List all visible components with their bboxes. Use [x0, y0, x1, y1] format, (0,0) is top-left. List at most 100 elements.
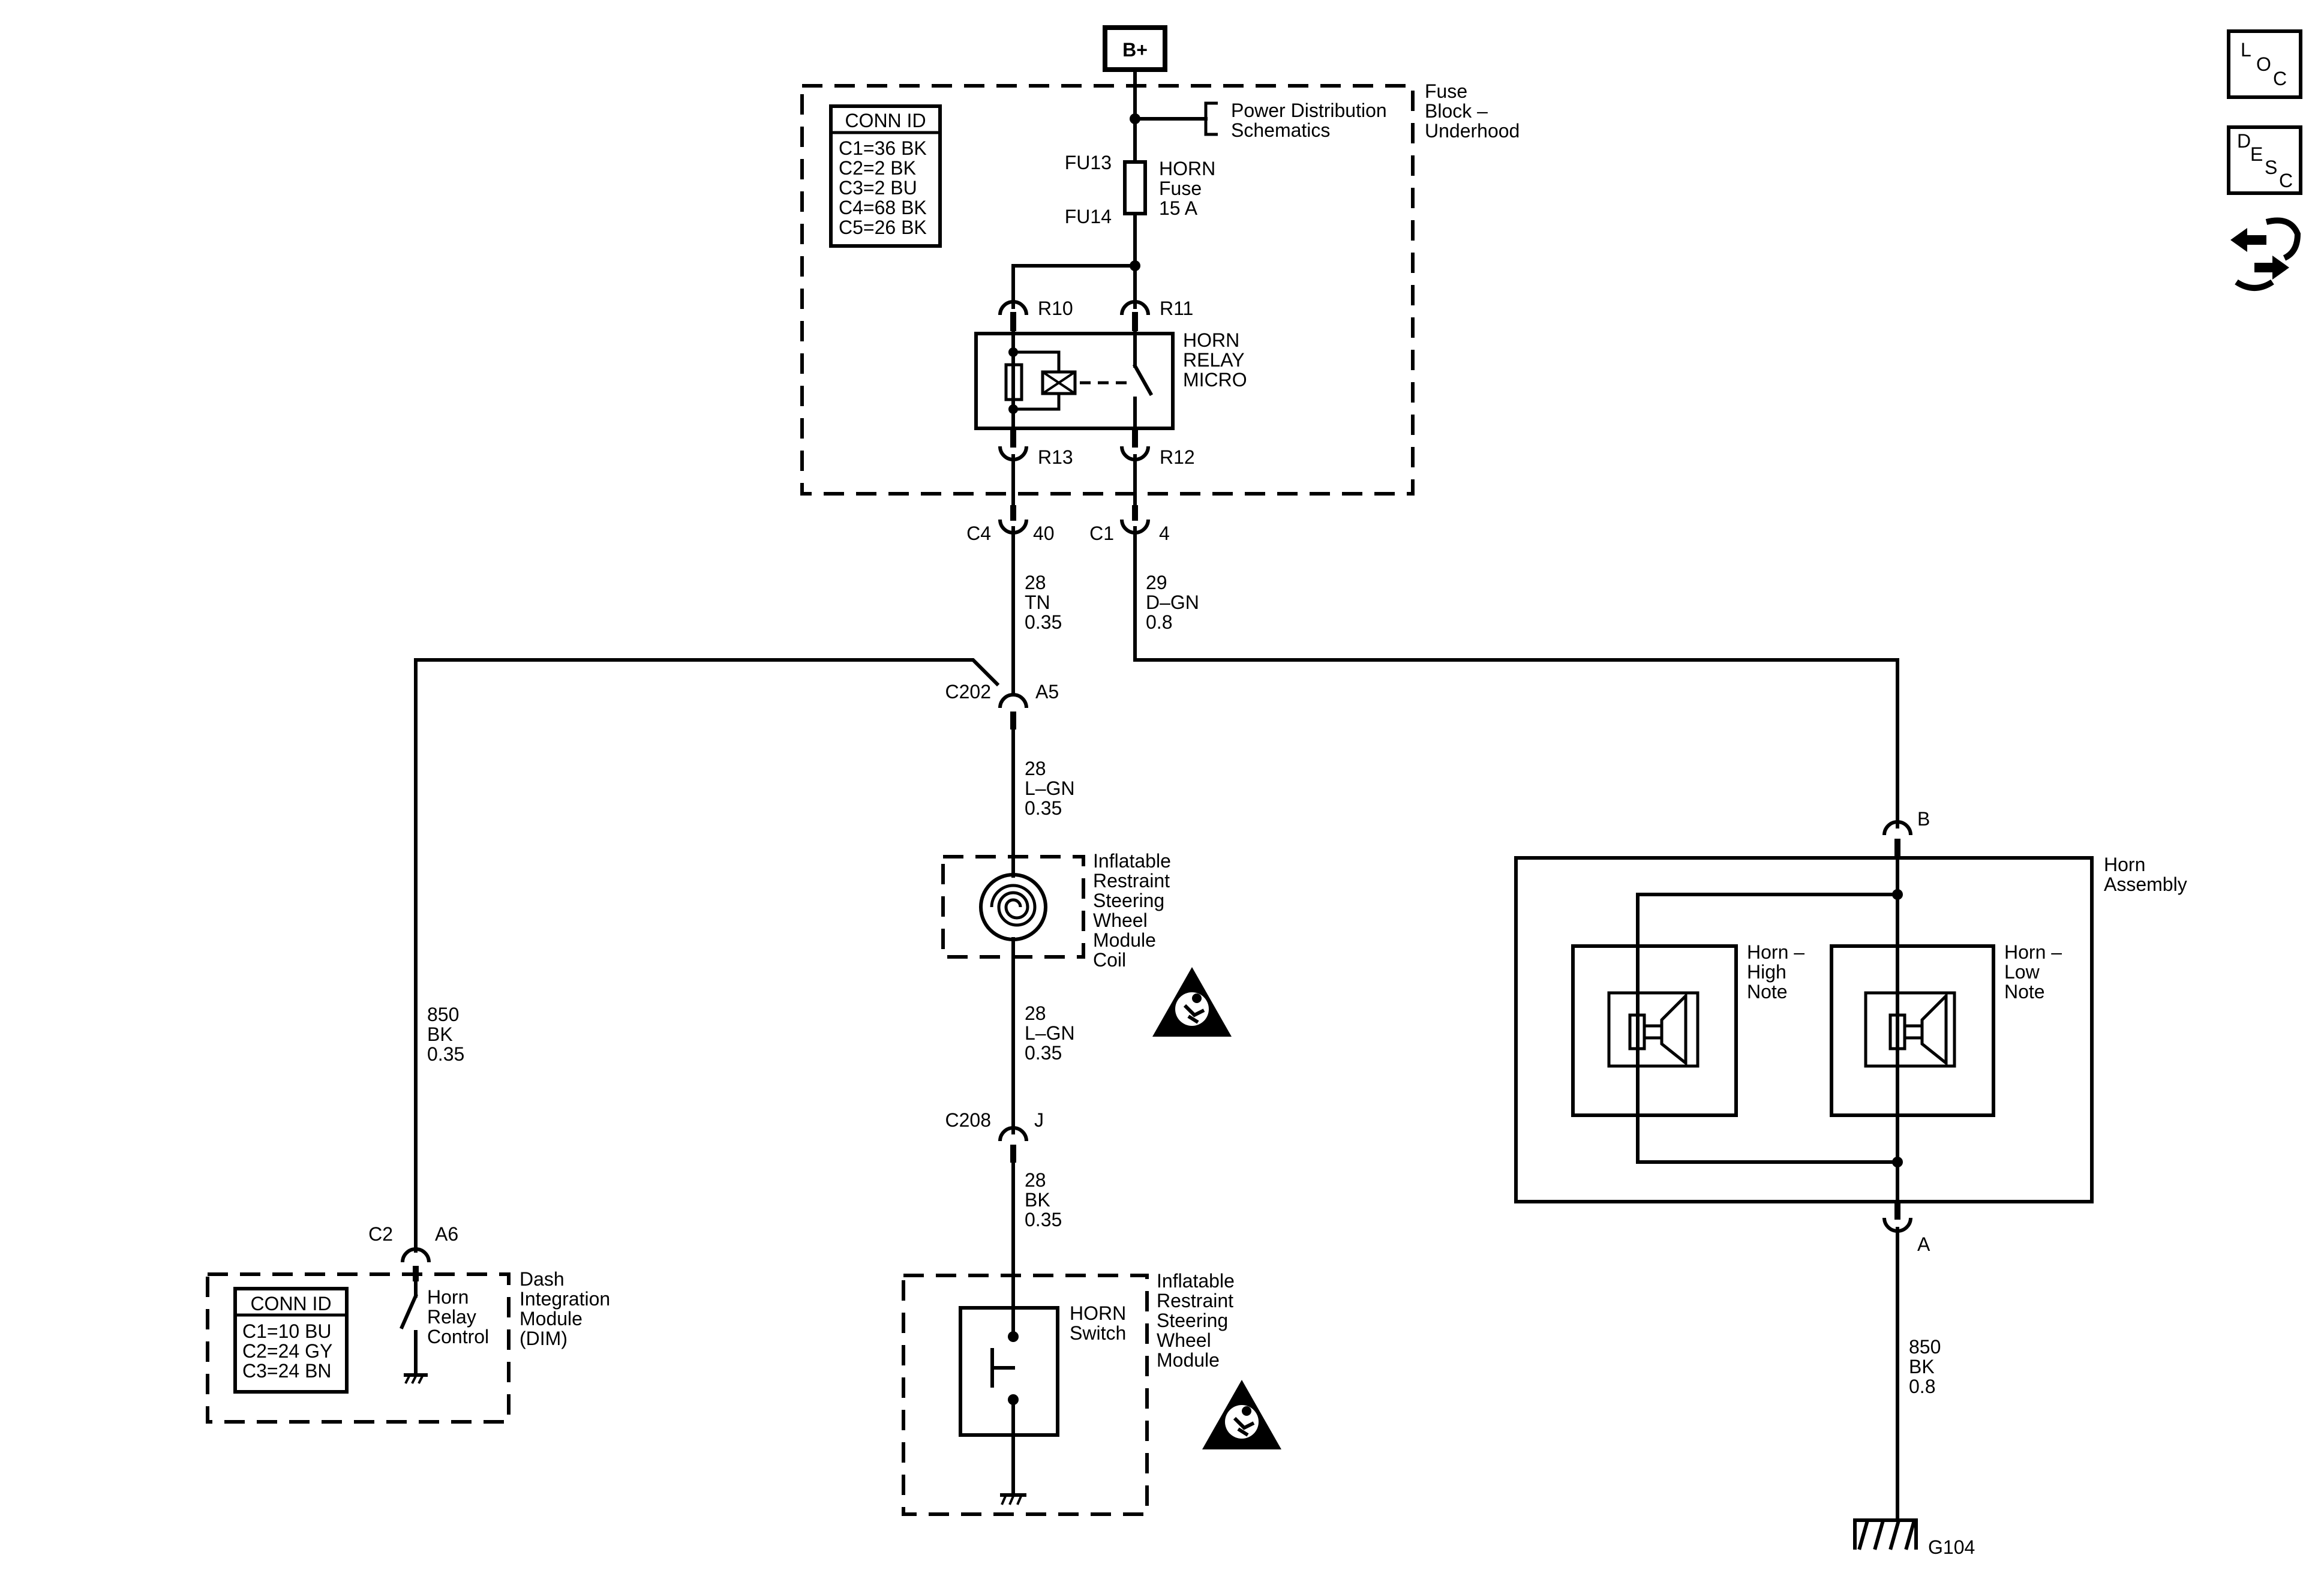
horn-switch-label: Switch: [1070, 1322, 1126, 1344]
wire-dgn-color: D–GN: [1146, 592, 1199, 613]
fuse-block-title-3: Underhood: [1425, 120, 1520, 142]
fuse-pin-top: FU13: [1065, 152, 1112, 173]
power-dist-label-1: Power Distribution: [1231, 100, 1387, 121]
connector-arrows-icon[interactable]: [2230, 217, 2301, 291]
wire-lgn2-circuit: 28: [1025, 1002, 1046, 1024]
wire-bk-dim-size: 0.35: [427, 1043, 464, 1065]
horn-module-label: Steering: [1157, 1310, 1228, 1331]
horn-module-label: Restraint: [1157, 1290, 1233, 1311]
coil-label: Module: [1093, 929, 1156, 951]
pin-r12-label: R12: [1160, 446, 1195, 468]
dim-title: Module: [520, 1308, 582, 1329]
fuse-name-1: HORN: [1159, 158, 1215, 179]
horn-fuse: FU13 FU14 HORN Fuse 15 A: [1065, 152, 1215, 227]
wire-bk-sw-circuit: 28: [1025, 1169, 1046, 1191]
horn-high-note: Horn – High Note: [1571, 941, 1804, 1117]
dim-conn-id-title: CONN ID: [250, 1293, 331, 1314]
c202-id: C202: [945, 681, 992, 703]
horn-low-label: Note: [2004, 981, 2045, 1002]
wire-bk-gnd-size: 0.8: [1909, 1376, 1935, 1397]
desc-letter: E: [2250, 143, 2263, 165]
wire-lgn1-size: 0.35: [1025, 797, 1062, 819]
horn-low-label: Low: [2004, 961, 2040, 983]
connector-horn-b: B: [1882, 808, 1930, 858]
wire-tn-circuit: 28: [1025, 572, 1046, 593]
connector-c208: C208 J: [945, 1109, 1044, 1163]
dim-c2-id: C2: [368, 1223, 393, 1245]
pin-r10-connector: [998, 300, 1028, 316]
battery-positive-terminal: B+: [1103, 25, 1167, 72]
coil-label: Steering: [1093, 890, 1164, 911]
wire-tn-size: 0.35: [1025, 611, 1062, 633]
desc-button[interactable]: D E S C: [2227, 125, 2302, 195]
coil-spiral-icon: [990, 884, 1037, 927]
horn-assembly-title: Horn: [2104, 854, 2145, 875]
loc-button[interactable]: L O C: [2227, 29, 2302, 99]
dash-integration-module: C2 A6 Horn Relay Control Dash Integratio…: [206, 1223, 610, 1424]
horn-switch: [959, 1306, 1059, 1437]
relay-name-2: RELAY: [1183, 349, 1245, 371]
dim-conn-id-row: C2=24 GY: [242, 1340, 332, 1362]
dim-title: Dash: [520, 1268, 565, 1290]
wire-lgn2-color: L–GN: [1025, 1022, 1075, 1044]
c202-pin: A5: [1035, 681, 1059, 703]
wire-bk-sw-size: 0.35: [1025, 1209, 1062, 1230]
relay-contact: [1132, 363, 1154, 397]
relay-coil: [1041, 370, 1077, 395]
dim-c2-pin: A6: [435, 1223, 458, 1245]
conn-id-row: C5=26 BK: [839, 217, 927, 238]
horn-b-pin: B: [1917, 808, 1930, 830]
pin-r11-label: R11: [1160, 298, 1193, 319]
coil-label: Inflatable: [1093, 850, 1171, 872]
pin-r13-label: R13: [1038, 446, 1073, 468]
wire-dgn: [1133, 526, 1899, 828]
desc-letter: S: [2265, 157, 2277, 178]
dim-title: (DIM): [520, 1328, 568, 1349]
loc-letter: O: [2256, 53, 2271, 75]
wire-bk-dim-circuit: 850: [427, 1004, 459, 1025]
horn-high-label: Horn –: [1747, 941, 1804, 963]
loc-letter: L: [2241, 39, 2251, 61]
coil-label: Wheel: [1093, 909, 1148, 931]
power-distribution-bracket: [1204, 101, 1218, 136]
coil-label: Coil: [1093, 949, 1126, 971]
conn-id-row: C2=2 BK: [839, 157, 916, 179]
c4-id: C4: [966, 523, 991, 544]
dim-control-label: Horn: [427, 1286, 469, 1308]
relay-name-1: HORN: [1183, 329, 1239, 351]
power-dist-label-2: Schematics: [1231, 119, 1330, 141]
horn-module-label: Module: [1157, 1349, 1220, 1371]
dim-conn-id-row: C1=10 BU: [242, 1320, 332, 1342]
wire-bk-gnd-color: BK: [1909, 1356, 1935, 1377]
relay-name-3: MICRO: [1183, 369, 1247, 391]
connector-horn-a: A: [1882, 1202, 1930, 1255]
connector-c202: C202 A5: [945, 681, 1059, 730]
wire-bk-dim: [414, 658, 1000, 1253]
wire-lgn1-color: L–GN: [1025, 778, 1075, 799]
wire-lgn1-circuit: 28: [1025, 758, 1046, 779]
horn-high-label: Note: [1747, 981, 1788, 1002]
wire-bk-sw-color: BK: [1025, 1189, 1050, 1211]
connector-c1: C1 4: [1089, 505, 1170, 544]
b-plus-label: B+: [1122, 39, 1148, 61]
horn-low-note: Horn – Low Note: [1830, 941, 2062, 1117]
dim-conn-id-row: C3=24 BN: [242, 1360, 332, 1382]
dim-conn-id-table: CONN ID C1=10 BU C2=24 GY C3=24 BN: [233, 1287, 349, 1394]
fuse-block-title-1: Fuse: [1425, 80, 1467, 102]
fuse-name-2: Fuse: [1159, 178, 1202, 199]
wire-bk-dim-color: BK: [427, 1023, 453, 1045]
airbag-warning-icon: [1202, 1380, 1281, 1449]
fuse-pin-bottom: FU14: [1065, 206, 1112, 227]
dim-control-label: Control: [427, 1326, 489, 1347]
dim-title: Integration: [520, 1288, 610, 1310]
pin-r11-connector: [1120, 300, 1150, 316]
speaker-icon: [1660, 992, 1688, 1067]
horn-switch-label: HORN: [1070, 1302, 1126, 1324]
ground-icon: [1000, 1493, 1026, 1505]
wire-lgn2-size: 0.35: [1025, 1042, 1062, 1064]
horn-high-label: High: [1747, 961, 1786, 983]
steering-wheel-coil: Inflatable Restraint Steering Wheel Modu…: [941, 850, 1171, 971]
horn-assembly-title: Assembly: [2104, 873, 2187, 895]
wire-dgn-size: 0.8: [1146, 611, 1172, 633]
